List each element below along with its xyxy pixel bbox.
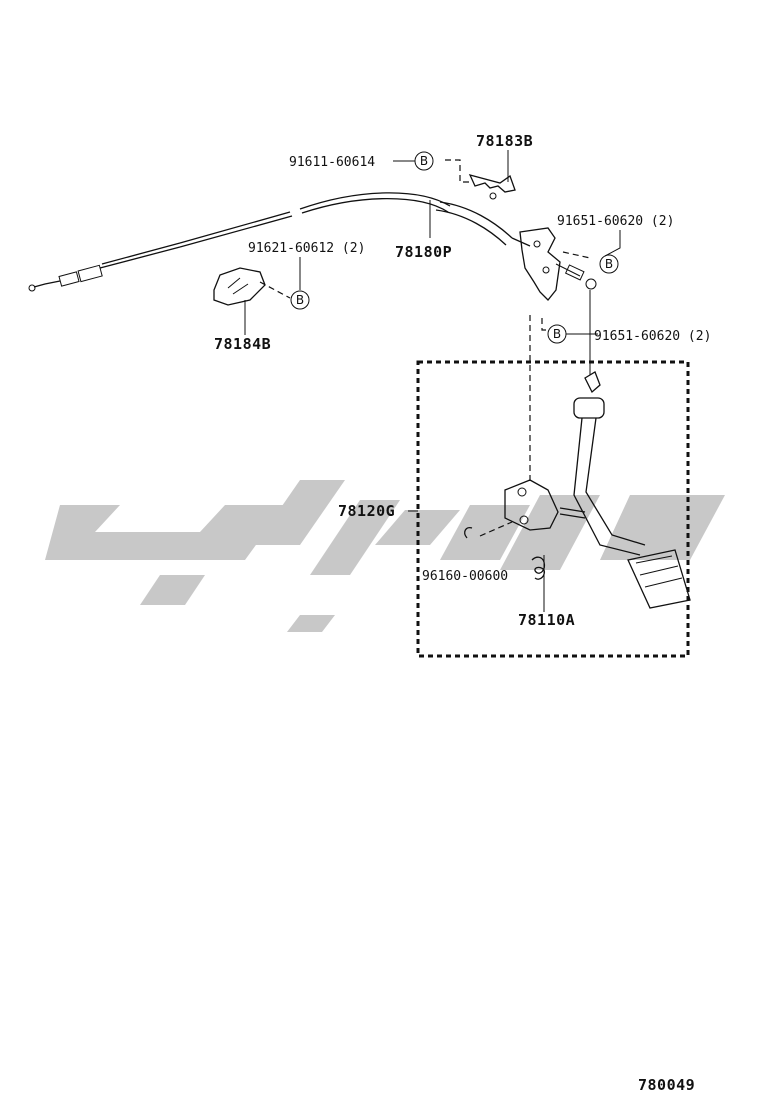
- label-91651-60620-mid: 91651-60620 (2): [594, 329, 711, 344]
- label-78183B: 78183B: [476, 132, 533, 150]
- label-78110A: 78110A: [518, 611, 575, 629]
- accelerator-pedal: [559, 371, 691, 609]
- label-91621-60612: 91621-60612 (2): [248, 241, 365, 256]
- bolt-markers: B B B B: [290, 151, 619, 344]
- bolt-marker-2: B: [605, 257, 613, 271]
- label-91611-60614: 91611-60614: [289, 155, 375, 170]
- label-96160-00600: 96160-00600: [422, 569, 508, 584]
- leader-lines: [244, 150, 621, 612]
- part-96160-snap-ring: [464, 526, 473, 539]
- pedal-bracket: [504, 479, 559, 531]
- label-78184B: 78184B: [214, 335, 271, 353]
- part-78183B-clip: [468, 174, 516, 200]
- label-78120G: 78120G: [338, 502, 395, 520]
- accelerator-cable: [28, 192, 531, 292]
- dashed-connector-lines: [259, 159, 597, 537]
- watermark-logo: [45, 480, 725, 632]
- part-78184B-clamp: [213, 267, 266, 306]
- cable-bracket: [519, 227, 585, 301]
- label-91651-60620-top: 91651-60620 (2): [557, 214, 674, 229]
- bolt-marker-4: B: [553, 327, 561, 341]
- bolt-marker-3: B: [296, 293, 304, 307]
- bolt-marker-1: B: [420, 154, 428, 168]
- label-78180P: 78180P: [395, 243, 452, 261]
- diagram-code: 780049: [638, 1076, 695, 1094]
- pedal-assembly-frame: [416, 360, 690, 658]
